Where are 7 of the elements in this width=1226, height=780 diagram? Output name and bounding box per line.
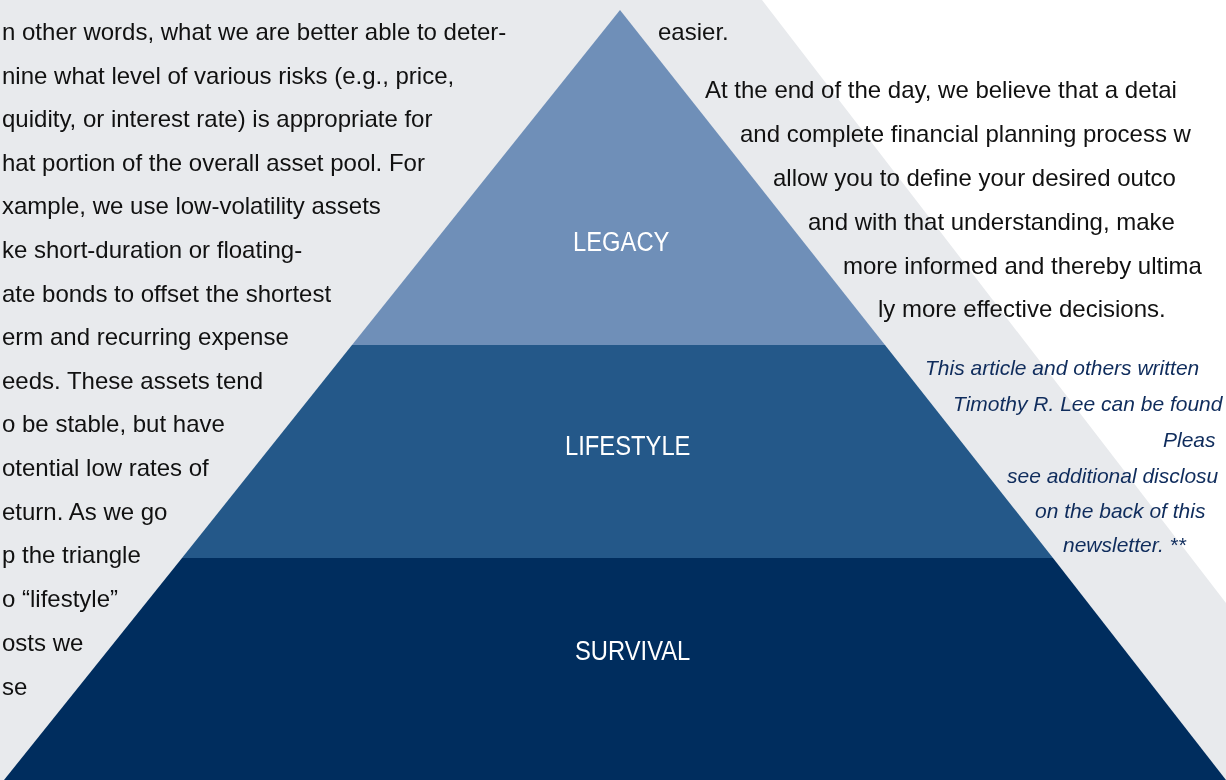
body-text: n other words, what we are better able to deter- nine what level of various risks (e.g., price, quidity, or interest rate) is appropriate for hat portion of the overall asset pool. For xample, we use low-volatility assets ke short-duration or floating- ate bonds to offset the shortest erm and recurring expense eeds. These assets tend o be stable, but have otential low rates of eturn. As we go p the triangle o “lifestyle” osts we se [2,17,508,702]
body-text: At the end of the day, we believe that a detai and complete financial planning process w allow you to define your desired outco and with that understanding, make more informed and thereby ultima ly more effective decisions. [705,75,1203,324]
tier-label: LEGACY [572,226,670,258]
footnote-text: This article and others written Timothy R. Lee can be found Pleas see additional disclosu on the back of this newsletter. ** [925,355,1224,558]
tier-label: LIFESTYLE [565,430,691,462]
body-text: easier. [658,17,730,47]
tier-label: SURVIVAL [575,635,691,667]
